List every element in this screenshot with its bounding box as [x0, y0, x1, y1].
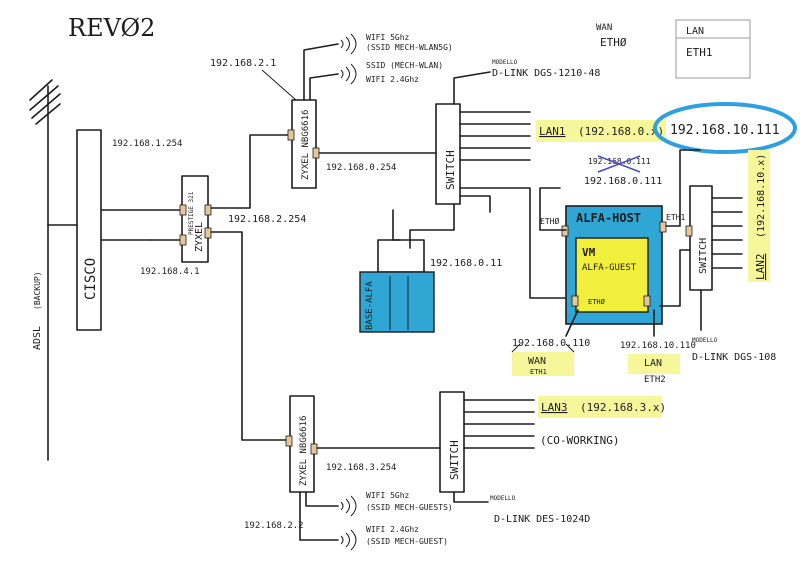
adsl-antenna-icon: [29, 79, 61, 125]
alfa-host-eth0: ETHØ: [540, 216, 559, 226]
switch-right-ports: [711, 197, 743, 269]
zyxel-prestige-ip: 192.168.2.254: [228, 214, 306, 225]
wan-small-port: ETH1: [530, 368, 547, 376]
raspi-top: [377, 239, 425, 273]
wifi-24ghz-top-icon: [340, 63, 357, 85]
switch-bottom-model-note: MODELLO: [490, 495, 516, 502]
switch-top-model-note: MODELLO: [492, 59, 518, 66]
switch-top: [435, 103, 461, 205]
circled-ip-highlight: [653, 102, 797, 154]
zyxel-bottom-label: ZYXEL NBG6616: [299, 416, 309, 486]
alfa-host-ip-crossed: 192.168.0.111: [588, 157, 651, 166]
cisco-ip-bottom: 192.168.4.1: [140, 267, 200, 277]
cisco-router: [76, 129, 102, 331]
cisco-label: CISCO: [83, 258, 99, 300]
wifi-5ghz-top-ssid: (SSID MECH-WLAN5G): [366, 43, 453, 52]
legend-wan-label: WAN: [596, 23, 612, 33]
zyxel-bottom-ip-top: 192.168.3.254: [326, 463, 396, 473]
switch-top-label: SWITCH: [444, 150, 457, 190]
switch-top-ports: [459, 111, 531, 161]
circled-ip: 192.168.10.111: [670, 123, 780, 138]
lan3-label: LAN3: [541, 401, 568, 414]
wifi-5ghz-bottom-ssid: (SSID MECH-GUESTS): [366, 503, 453, 512]
vm-eth-label: ETHØ: [588, 298, 606, 306]
lan2-label: LAN2: [754, 254, 767, 281]
wan-small-ip: 192.168.0.110: [512, 338, 590, 349]
zyxel-bottom-ip-bottom: 192.168.2.2: [244, 521, 304, 531]
lan-small-port: ETH2: [644, 375, 666, 385]
switch-bottom: [439, 391, 465, 493]
base-alfa-label: BASE-ALFA: [365, 281, 375, 330]
wifi-24ghz-bottom-ssid: (SSID MECH-GUEST): [366, 537, 448, 546]
adsl-note: (BACKUP): [33, 271, 42, 310]
vm-name: ALFA-GUEST: [582, 263, 637, 273]
raspi-antenna: [392, 209, 401, 241]
legend-lan-box: [675, 19, 751, 79]
wifi-24ghz-top-band: WIFI 2.4Ghz: [366, 75, 419, 84]
zyxel-prestige-model: PRESTIGE 321: [188, 191, 195, 235]
lan1-label: LAN1: [539, 125, 566, 138]
legend-lan-port: ETH1: [686, 46, 713, 59]
wifi-5ghz-top-band: WIFI 5Ghz: [366, 33, 410, 42]
zyxel-prestige-label: ZYXEL: [194, 222, 205, 252]
switch-bottom-label: SWITCH: [448, 440, 461, 480]
vm-label: VM: [582, 246, 596, 259]
diagram-title: REVØ2: [68, 14, 155, 42]
alfa-host-ip-eth2: 192.168.10.110: [620, 341, 696, 351]
zyxel-top-ip-bottom: 192.168.0.254: [326, 163, 396, 173]
alfa-host-ip-lower: 192.168.0.111: [584, 176, 662, 187]
wifi-5ghz-top-icon: [340, 33, 357, 55]
switch-right-label: SWITCH: [698, 238, 709, 274]
lan2-subnet: (192.168.10.x): [756, 154, 767, 238]
vm-box: [575, 237, 649, 313]
alfa-host-eth1: ETH1: [666, 213, 685, 222]
base-alfa-box: [359, 271, 435, 333]
wifi-5ghz-bottom-icon: [340, 495, 357, 517]
wifi-24ghz-bottom-icon: [340, 529, 357, 551]
lan3-subnet: (192.168.3.x): [580, 401, 666, 414]
switch-right-model-note: MODELLO: [692, 337, 718, 344]
switch-bottom-model: D-LINK DES-1024D: [494, 514, 590, 525]
zyxel-top-label: ZYXEL NBG6616: [301, 110, 311, 180]
cisco-ip-top: 192.168.1.254: [112, 139, 182, 149]
legend-lan-label: LAN: [686, 26, 704, 37]
wifi-5ghz-bottom-band: WIFI 5Ghz: [366, 491, 410, 500]
wifi-24ghz-bottom-band: WIFI 2.4Ghz: [366, 525, 419, 534]
alfa-host-label: ALFA-HOST: [576, 211, 641, 225]
wan-small-label: WAN: [528, 356, 546, 367]
adsl-label: ADSL: [32, 326, 43, 350]
switch-bottom-ports: [463, 399, 535, 449]
zyxel-top-ip-top: 192.168.2.1: [210, 58, 276, 69]
lan1-subnet: (192.168.0.x): [578, 125, 664, 138]
legend-wan-port: ETHØ: [600, 36, 627, 49]
switch-top-model: D-LINK DGS-1210-48: [492, 68, 600, 79]
switch-right-model-1: D-LINK DGS-108: [692, 352, 776, 363]
raspi-ip: 192.168.0.11: [430, 258, 502, 269]
zyxel-prestige-router: [181, 175, 209, 263]
wifi-24ghz-top-ssid: SSID (MECH-WLAN): [366, 61, 443, 70]
lan3-note: (CO-WORKING): [540, 434, 619, 447]
lan-small-label: LAN: [644, 358, 662, 369]
